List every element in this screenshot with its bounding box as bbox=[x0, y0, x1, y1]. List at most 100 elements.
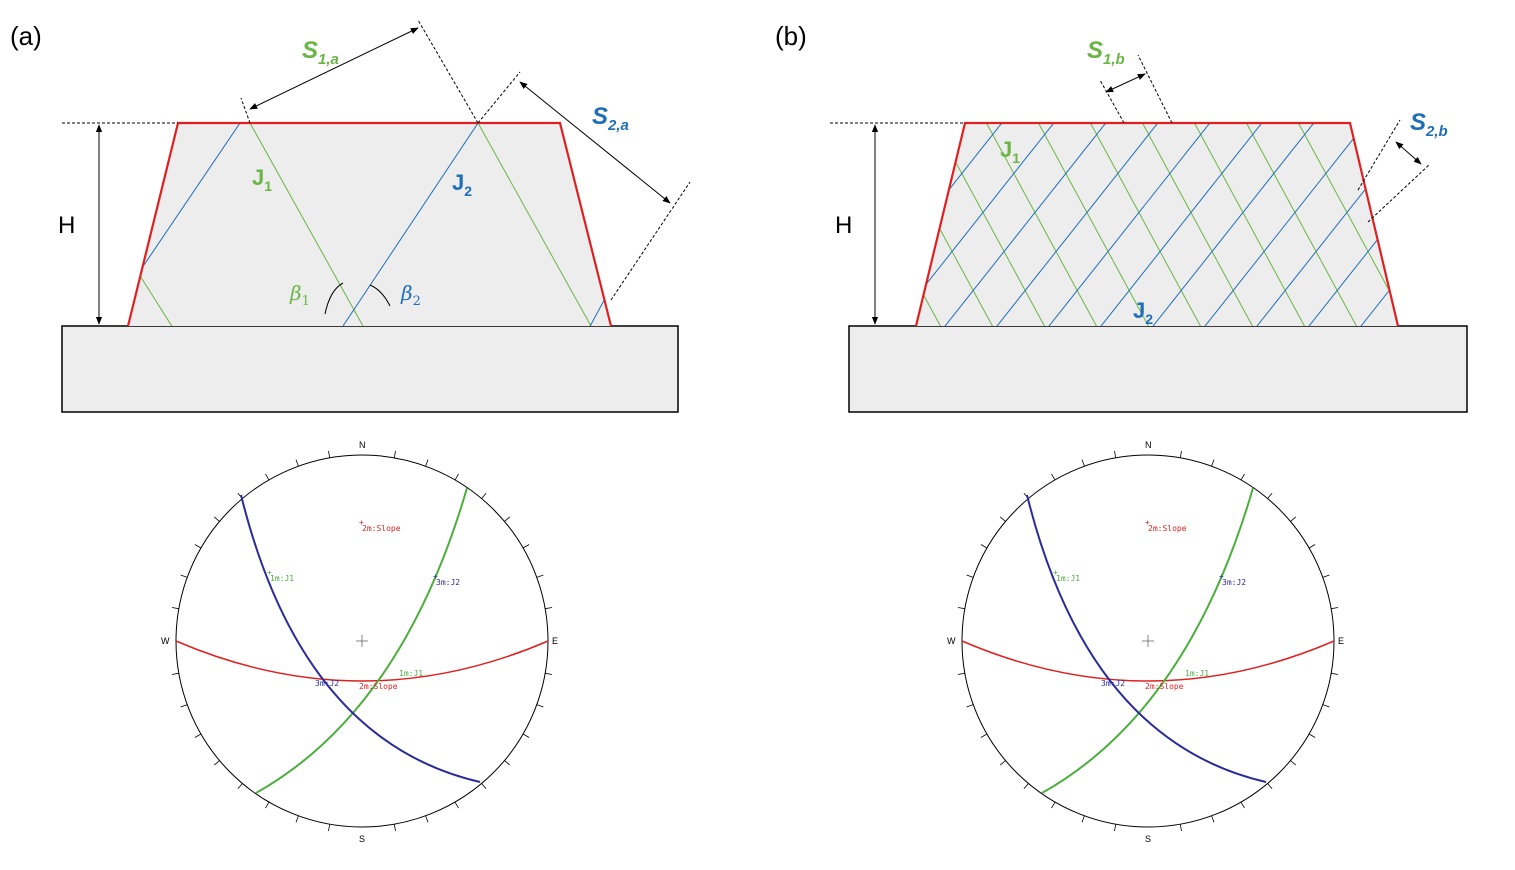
slope-outline-a bbox=[126, 121, 613, 327]
stereonet-tick bbox=[295, 815, 299, 823]
stereonet-b-gc-j1-label: 1m:J1 bbox=[1185, 669, 1209, 678]
s2a-guide-right bbox=[610, 181, 691, 301]
stereonet-b-gc-slope-label: 2m:Slope bbox=[1145, 682, 1184, 691]
stereonet-a-gc-j2-label: 3m:J2 bbox=[315, 679, 339, 688]
stereonet-tick bbox=[966, 704, 974, 708]
stereonet-b: N S E W + 2m:Slope + 1m:J1 + 3m:J2 3m:J2… bbox=[947, 440, 1344, 844]
stereonet-a-pole-j1: 1m:J1 bbox=[270, 574, 294, 583]
stereonet-tick bbox=[1331, 672, 1339, 675]
beta2-label: β2 bbox=[400, 281, 421, 309]
stereonet-tick bbox=[265, 473, 270, 481]
stereonet-b-slope-greatcircle bbox=[961, 640, 1335, 682]
stereonet-tick bbox=[171, 607, 179, 610]
stereonet-b-north: N bbox=[1145, 440, 1152, 450]
stereonet-b-pole-j1: 1m:J1 bbox=[1056, 574, 1080, 583]
j2-trace bbox=[1141, 123, 1333, 326]
j1-trace bbox=[1077, 123, 1209, 326]
stereonet-tick bbox=[328, 450, 331, 458]
stereonet-tick bbox=[213, 516, 220, 522]
beta1-label: β1 bbox=[289, 281, 310, 309]
j1-traces-a bbox=[129, 123, 592, 326]
stereonet-tick bbox=[999, 516, 1006, 522]
stereonet-tick bbox=[504, 516, 511, 522]
slope-body-b bbox=[916, 123, 1398, 326]
stereonet-tick bbox=[1322, 704, 1330, 708]
j1-trace bbox=[1025, 123, 1157, 326]
stereonet-tick bbox=[1267, 783, 1273, 790]
j1-trace bbox=[610, 100, 740, 340]
s1a-label: S1,a bbox=[302, 37, 339, 68]
stereonet-tick bbox=[1051, 473, 1056, 481]
s1b-arrow bbox=[1105, 73, 1146, 93]
stereonet-tick bbox=[194, 733, 202, 738]
j2-trace bbox=[1193, 123, 1385, 326]
j2-trace bbox=[1037, 123, 1229, 326]
stereonet-tick bbox=[481, 783, 487, 790]
stereonet-tick bbox=[522, 733, 530, 738]
j1-trace bbox=[662, 100, 792, 340]
j2-trace bbox=[916, 123, 1073, 326]
stereonet-tick bbox=[1114, 450, 1117, 458]
stereonet-tick bbox=[454, 801, 459, 809]
stereonet-tick bbox=[393, 450, 396, 458]
stereonet-tick bbox=[999, 760, 1006, 766]
stereonet-tick bbox=[1114, 824, 1117, 832]
stereonet-tick bbox=[1211, 815, 1215, 823]
j2-trace bbox=[1349, 123, 1398, 326]
j1-label-a: J1 bbox=[252, 165, 272, 194]
s2a-guide-left bbox=[477, 71, 521, 124]
panel-a-section: (a) H S1,a S2,a bbox=[10, 19, 691, 413]
stereonet-tick bbox=[522, 544, 530, 549]
stereonet-b-west: W bbox=[947, 636, 956, 646]
stereonet-tick bbox=[237, 783, 243, 790]
stereonet-tick bbox=[1331, 607, 1339, 610]
stereonet-tick bbox=[194, 544, 202, 549]
j2-trace bbox=[1245, 123, 1398, 326]
stereonet-tick bbox=[1240, 801, 1245, 809]
stereonet-tick bbox=[1179, 824, 1182, 832]
j1-trace bbox=[1181, 123, 1313, 326]
j1-trace bbox=[916, 123, 949, 326]
stereonet-a-slope-greatcircle bbox=[175, 640, 549, 682]
height-label-a: H bbox=[58, 212, 75, 239]
stereonet-tick bbox=[1023, 783, 1029, 790]
stereonet-tick bbox=[1308, 544, 1316, 549]
stereonet-tick bbox=[545, 607, 553, 610]
j2-trace bbox=[1506, 100, 1515, 340]
s1b-guide-right bbox=[1137, 54, 1173, 124]
stereonet-tick bbox=[545, 672, 553, 675]
stereonet-tick bbox=[425, 815, 429, 823]
stereonet-tick bbox=[504, 760, 511, 766]
j2-trace bbox=[985, 123, 1177, 326]
stereonet-tick bbox=[171, 672, 179, 675]
j1-trace bbox=[973, 123, 1105, 326]
s1b-label: S1,b bbox=[1087, 37, 1125, 68]
stereonet-tick bbox=[966, 574, 974, 578]
stereonet-b-pole-j1-mark: + bbox=[1053, 568, 1058, 577]
j2-trace bbox=[1089, 123, 1281, 326]
stereonet-tick bbox=[180, 574, 188, 578]
s1a-guide-left bbox=[240, 97, 251, 124]
j1-trace bbox=[1442, 100, 1515, 340]
stereonet-tick bbox=[1051, 801, 1056, 809]
j1-label-b: J1 bbox=[1000, 137, 1020, 166]
s2a-label: S2,a bbox=[592, 103, 629, 134]
j1-trace bbox=[766, 100, 896, 340]
stereonet-tick bbox=[1290, 516, 1297, 522]
s2b-guide-left bbox=[1357, 119, 1401, 191]
j1-trace bbox=[1494, 100, 1515, 340]
stereonet-a-gc-slope-label: 2m:Slope bbox=[359, 682, 398, 691]
stereonet-tick bbox=[265, 801, 270, 809]
foundation-block-a bbox=[61, 325, 679, 413]
foundation-block-b bbox=[848, 325, 1468, 413]
stereonet-tick bbox=[1308, 733, 1316, 738]
stereonet-tick bbox=[536, 704, 544, 708]
stereonet-a-j1-greatcircle bbox=[255, 487, 468, 794]
stereonet-a-gc-j1-label: 1m:J1 bbox=[399, 669, 423, 678]
stereonet-a-west: W bbox=[161, 636, 170, 646]
stereonet-b-east: E bbox=[1338, 636, 1344, 646]
j1-trace bbox=[1129, 123, 1261, 326]
j2-label-a: J2 bbox=[452, 170, 472, 199]
slope-outline-b bbox=[914, 121, 1400, 327]
